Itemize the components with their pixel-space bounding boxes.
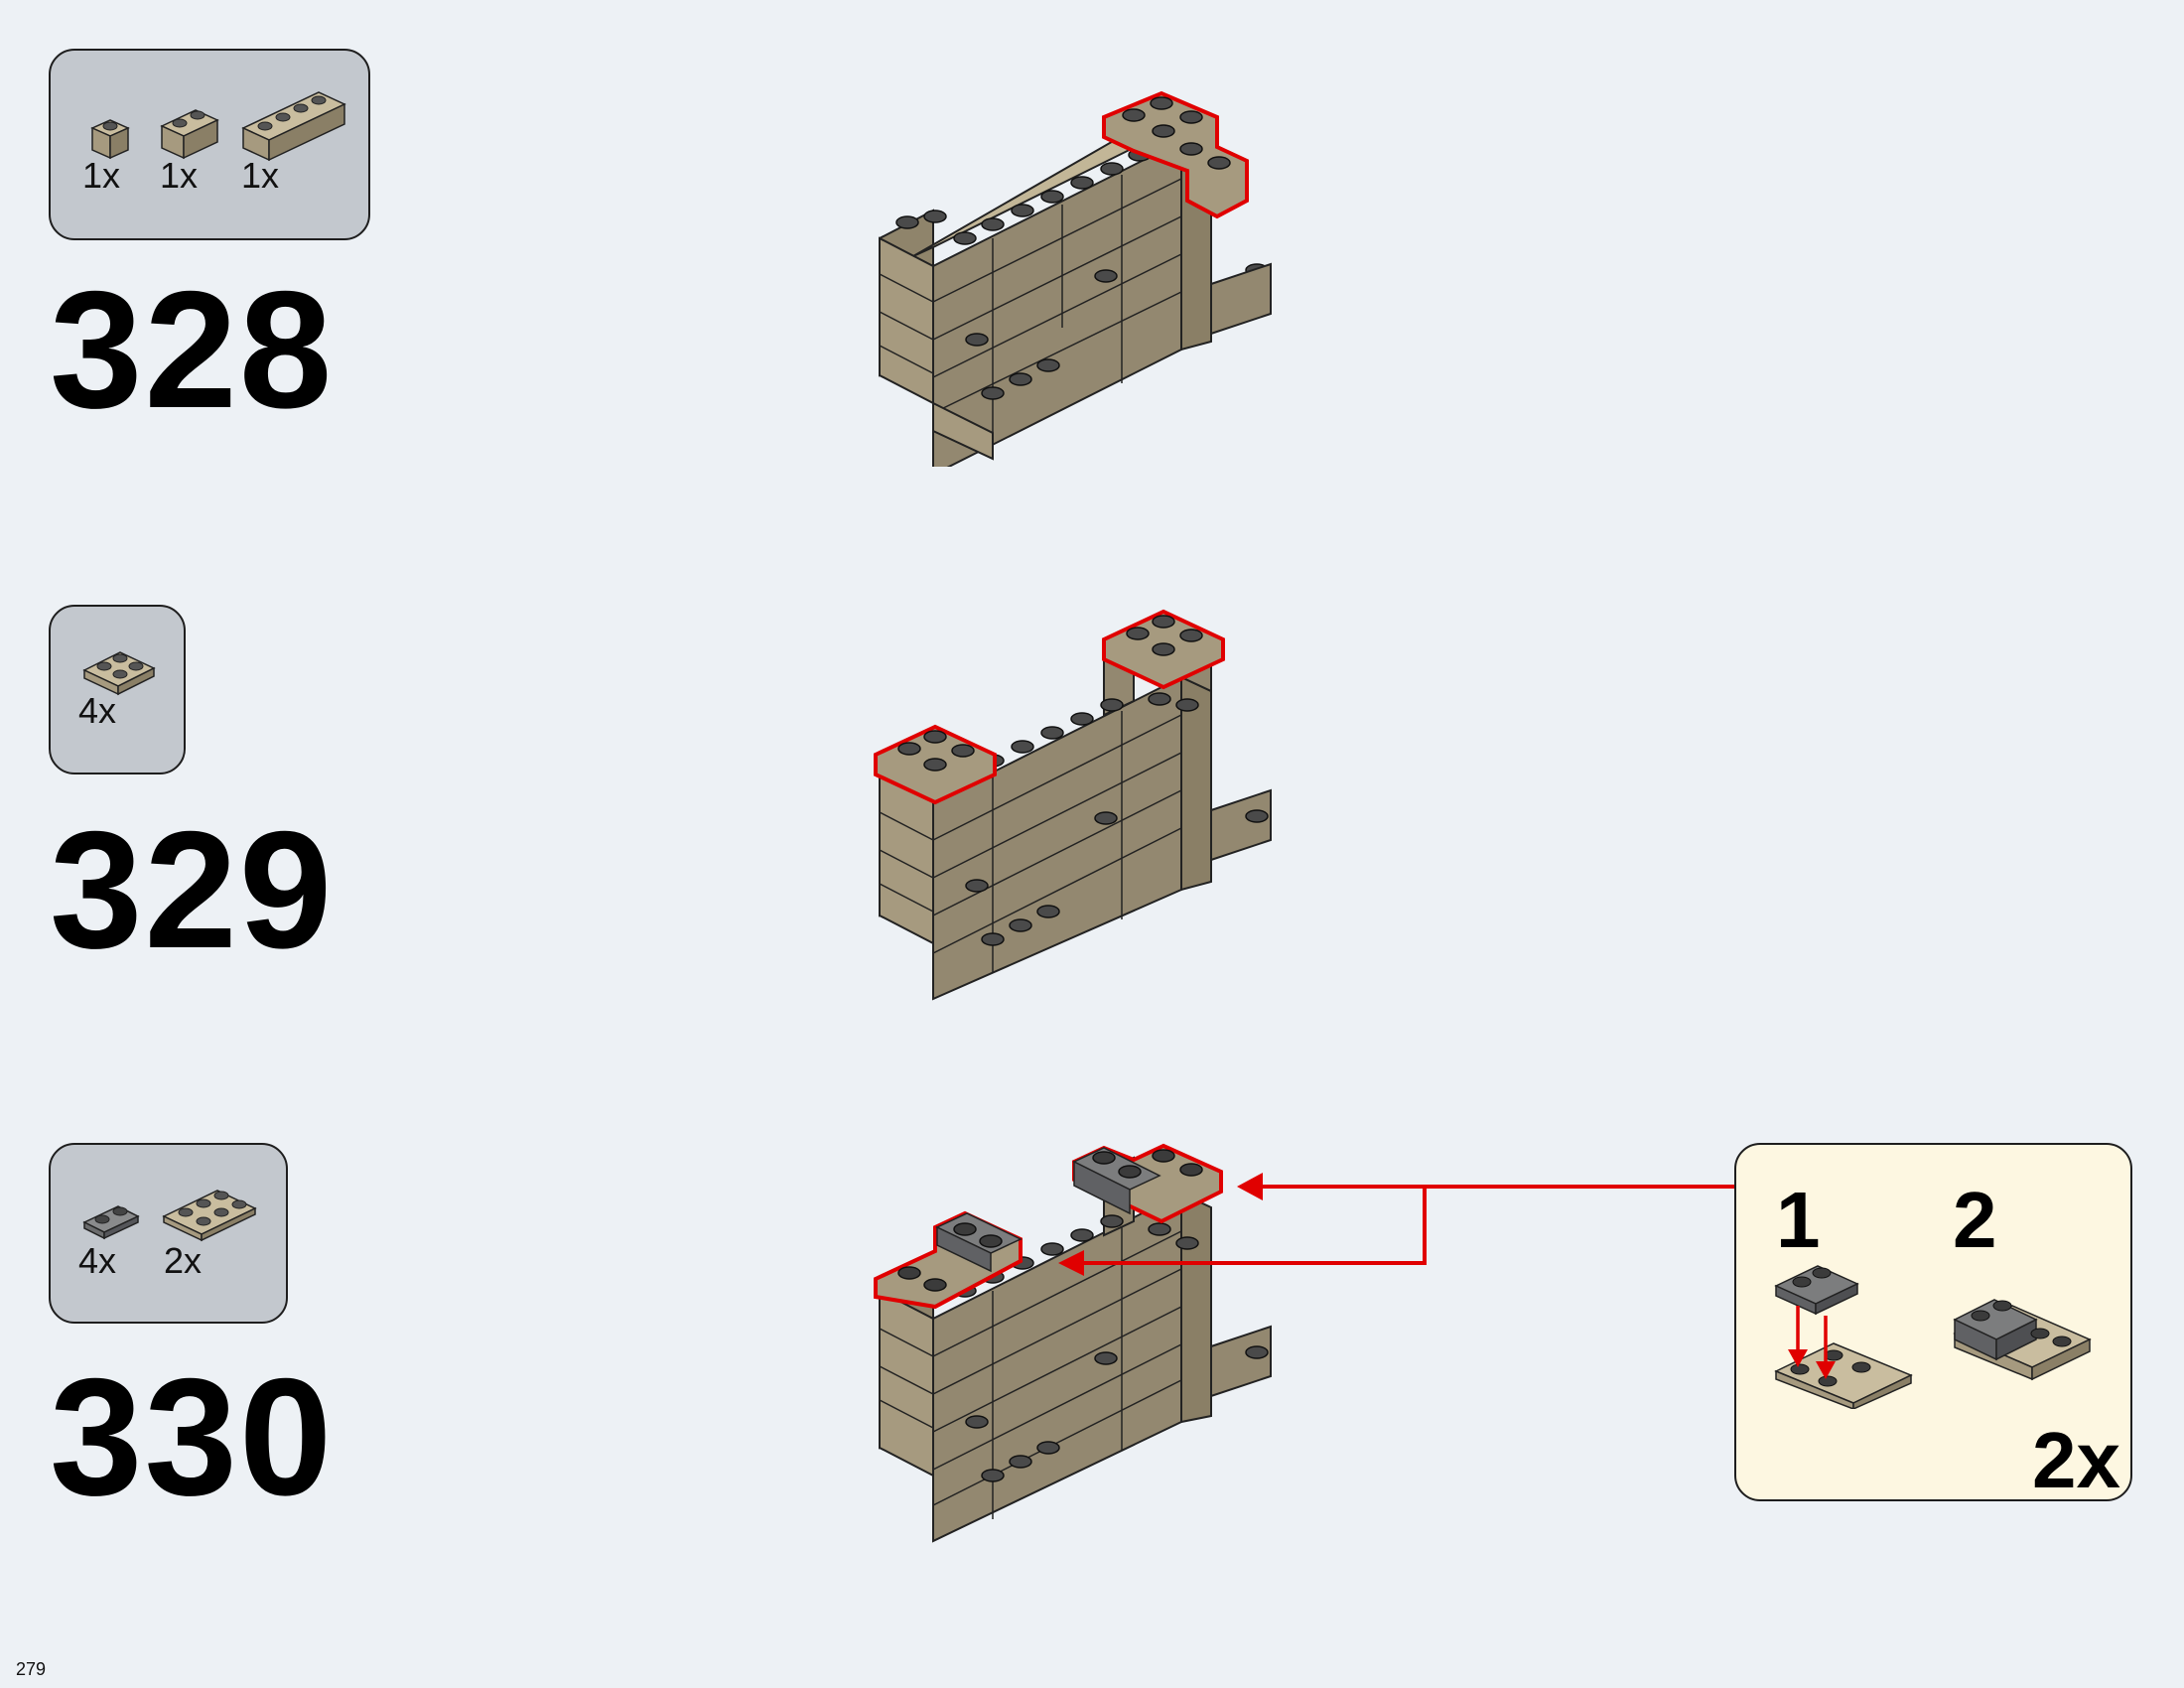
part-quantity: 1x [82,155,121,196]
sub-step-number: 1 [1776,1176,1821,1264]
part-quantity: 1x [160,155,199,196]
step-number: 330 [50,1343,335,1530]
sub-step-number: 2 [1953,1176,1997,1264]
part-quantity: 4x [78,1240,117,1281]
dark-gray-plate-1x2-icon [82,1205,140,1240]
tan-brick-1x2-icon [160,109,219,160]
tan-brick-1x4-icon [241,91,346,162]
callout-multiplier: 2x [2032,1416,2120,1504]
part-quantity: 2x [164,1240,203,1281]
wall-assembly-step-330 [874,1143,1272,1543]
tan-brick-1x1-icon [90,119,130,160]
step-number: 328 [50,256,335,443]
sub-assembly-callout: 1 2 2x [1734,1143,2132,1501]
tan-plate-2x3-icon [162,1190,257,1242]
wall-assembly-step-328 [879,90,1272,467]
step-number: 329 [50,796,335,983]
page-number: 279 [16,1659,47,1679]
sub-step-1-illustration [1774,1265,1913,1409]
wall-assembly-step-329 [874,609,1272,1001]
tan-plate-2x2-icon [82,651,156,696]
parts-list-step-330: 4x 2x [49,1143,288,1324]
parts-list-step-328: 1x 1x 1x [49,49,370,240]
part-quantity: 1x [241,155,280,196]
sub-step-2-illustration [1953,1299,2092,1381]
parts-list-step-329: 4x [49,605,186,774]
part-quantity: 4x [78,690,117,731]
